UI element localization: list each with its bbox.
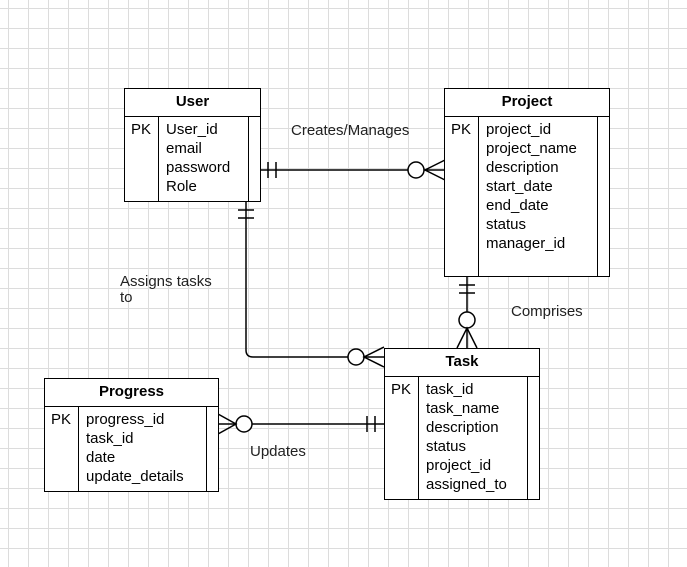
entity-project-pk-label: PK <box>445 117 479 276</box>
mark-zero-project <box>407 161 425 179</box>
entity-user-side-column <box>248 117 260 201</box>
field-email: email <box>166 140 202 157</box>
mark-zero-progress <box>235 415 253 433</box>
field-progress-task-id: task_id <box>86 430 134 447</box>
entity-project-fields: project_id project_name description star… <box>486 117 595 253</box>
entity-progress[interactable]: Progress PK progress_id task_id date upd… <box>44 378 219 492</box>
entity-task-pk-label: PK <box>385 377 419 499</box>
field-task-description: description <box>426 419 499 436</box>
entity-progress-pk-label: PK <box>45 407 79 491</box>
label-assigns-line-2: to <box>120 289 133 306</box>
field-progress-id: progress_id <box>86 411 165 428</box>
field-date: date <box>86 449 116 466</box>
entity-user[interactable]: User PK User_id email password Role <box>124 88 261 202</box>
field-project-description: description <box>486 159 559 176</box>
field-project-name: project_name <box>486 140 577 157</box>
mark-many-task-left <box>362 346 385 368</box>
field-user-id: User_id <box>166 121 218 138</box>
entity-user-fields: User_id email password Role <box>166 117 246 196</box>
field-project-id: project_id <box>486 121 552 138</box>
mark-many-progress <box>217 413 238 435</box>
field-start-date: start_date <box>486 178 553 195</box>
field-task-status: status <box>426 438 467 455</box>
entity-project-side-column <box>597 117 609 276</box>
entity-project[interactable]: Project PK project_id project_name descr… <box>444 88 610 277</box>
entity-task-side-column <box>527 377 539 499</box>
field-project-status: status <box>486 216 527 233</box>
field-task-name: task_name <box>426 400 500 417</box>
mark-many-task-top <box>456 326 478 349</box>
entity-user-title: User <box>125 89 260 117</box>
field-update-details: update_details <box>86 468 184 485</box>
field-end-date: end_date <box>486 197 549 214</box>
entity-task-fields: task_id task_name description status pro… <box>426 377 525 494</box>
entity-progress-title: Progress <box>45 379 218 407</box>
label-comprises: Comprises <box>511 303 583 320</box>
entity-progress-side-column <box>206 407 218 491</box>
entity-task-title: Task <box>385 349 539 377</box>
mark-zero-task-left <box>347 348 365 366</box>
label-updates: Updates <box>250 443 306 460</box>
mark-zero-task-top <box>458 311 476 329</box>
mark-many-project <box>423 159 446 181</box>
label-assigns-tasks-to: Assigns tasks to <box>120 274 212 306</box>
connector-user-task[interactable] <box>245 201 384 358</box>
entity-progress-fields: progress_id task_id date update_details <box>86 407 204 486</box>
field-manager-id: manager_id <box>486 235 566 252</box>
entity-project-title: Project <box>445 89 609 117</box>
field-password: password <box>166 159 231 176</box>
field-task-id: task_id <box>426 381 474 398</box>
field-task-project-id: project_id <box>426 457 492 474</box>
entity-user-pk-label: PK <box>125 117 159 201</box>
label-assigns-line-1: Assigns tasks <box>120 273 212 290</box>
label-creates-manages: Creates/Manages <box>291 122 410 139</box>
field-role: Role <box>166 178 197 195</box>
entity-task[interactable]: Task PK task_id task_name description st… <box>384 348 540 500</box>
field-assigned-to: assigned_to <box>426 476 507 493</box>
